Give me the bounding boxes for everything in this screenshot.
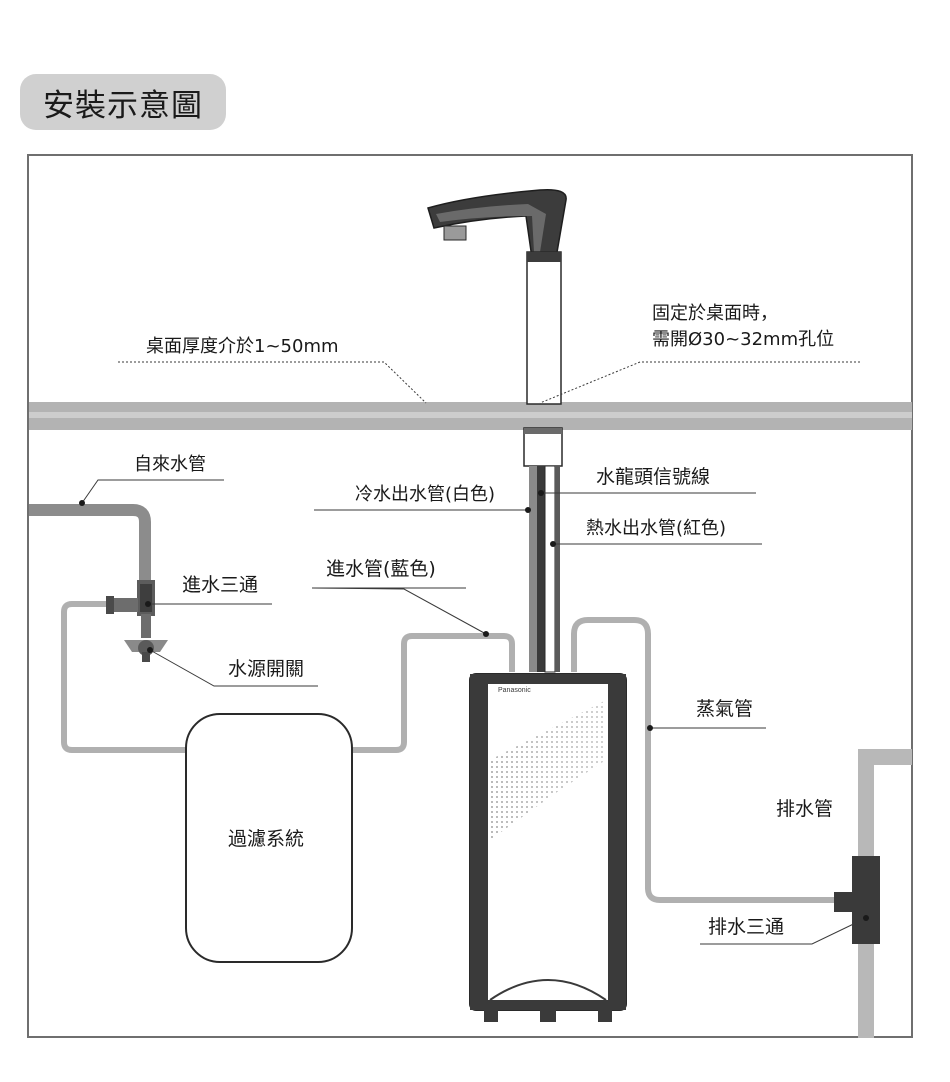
steam-pipe xyxy=(571,617,838,903)
callout-dots xyxy=(79,490,869,921)
desk-hole-label-line1: 固定於桌面時， xyxy=(652,303,778,324)
drain-pipe xyxy=(834,749,912,1038)
countertop xyxy=(29,402,912,430)
inlet-pipe-label: 進水管(藍色) xyxy=(326,558,436,580)
desk-thickness-label: 桌面厚度介於1~50mm xyxy=(146,336,339,357)
steam-pipe-label: 蒸氣管 xyxy=(696,698,754,720)
water-valve-label: 水源開關 xyxy=(228,658,305,680)
hot-outlet-pipe-label: 熱水出水管(紅色) xyxy=(586,518,727,539)
faucet xyxy=(427,188,567,467)
inlet-tee-fitting xyxy=(106,580,168,662)
callout-lines xyxy=(81,361,867,945)
tap-water-pipe xyxy=(29,504,151,582)
diagram-frame xyxy=(27,154,913,1038)
filter-system-box xyxy=(185,713,353,963)
diagram-title: 安裝示意圖 xyxy=(20,74,226,130)
cold-outlet-pipe-label: 冷水出水管(白色) xyxy=(355,484,496,505)
drain-tee-label: 排水三通 xyxy=(708,916,785,938)
water-dispenser-unit xyxy=(469,673,627,1022)
tap-water-pipe-label: 自來水管 xyxy=(134,454,206,475)
inlet-pipe-blue xyxy=(352,633,515,753)
filter-inlet-loop xyxy=(61,601,186,753)
faucet-pipes xyxy=(529,465,560,673)
filter-system-label: 過濾系統 xyxy=(228,828,305,850)
faucet-signal-line-label: 水龍頭信號線 xyxy=(596,466,711,488)
desk-hole-label-line2: 需開Ø30~32mm孔位 xyxy=(652,329,835,350)
brand-logo: Panasonic xyxy=(498,687,531,694)
inlet-tee-label: 進水三通 xyxy=(182,574,259,596)
drain-pipe-label: 排水管 xyxy=(776,798,834,820)
